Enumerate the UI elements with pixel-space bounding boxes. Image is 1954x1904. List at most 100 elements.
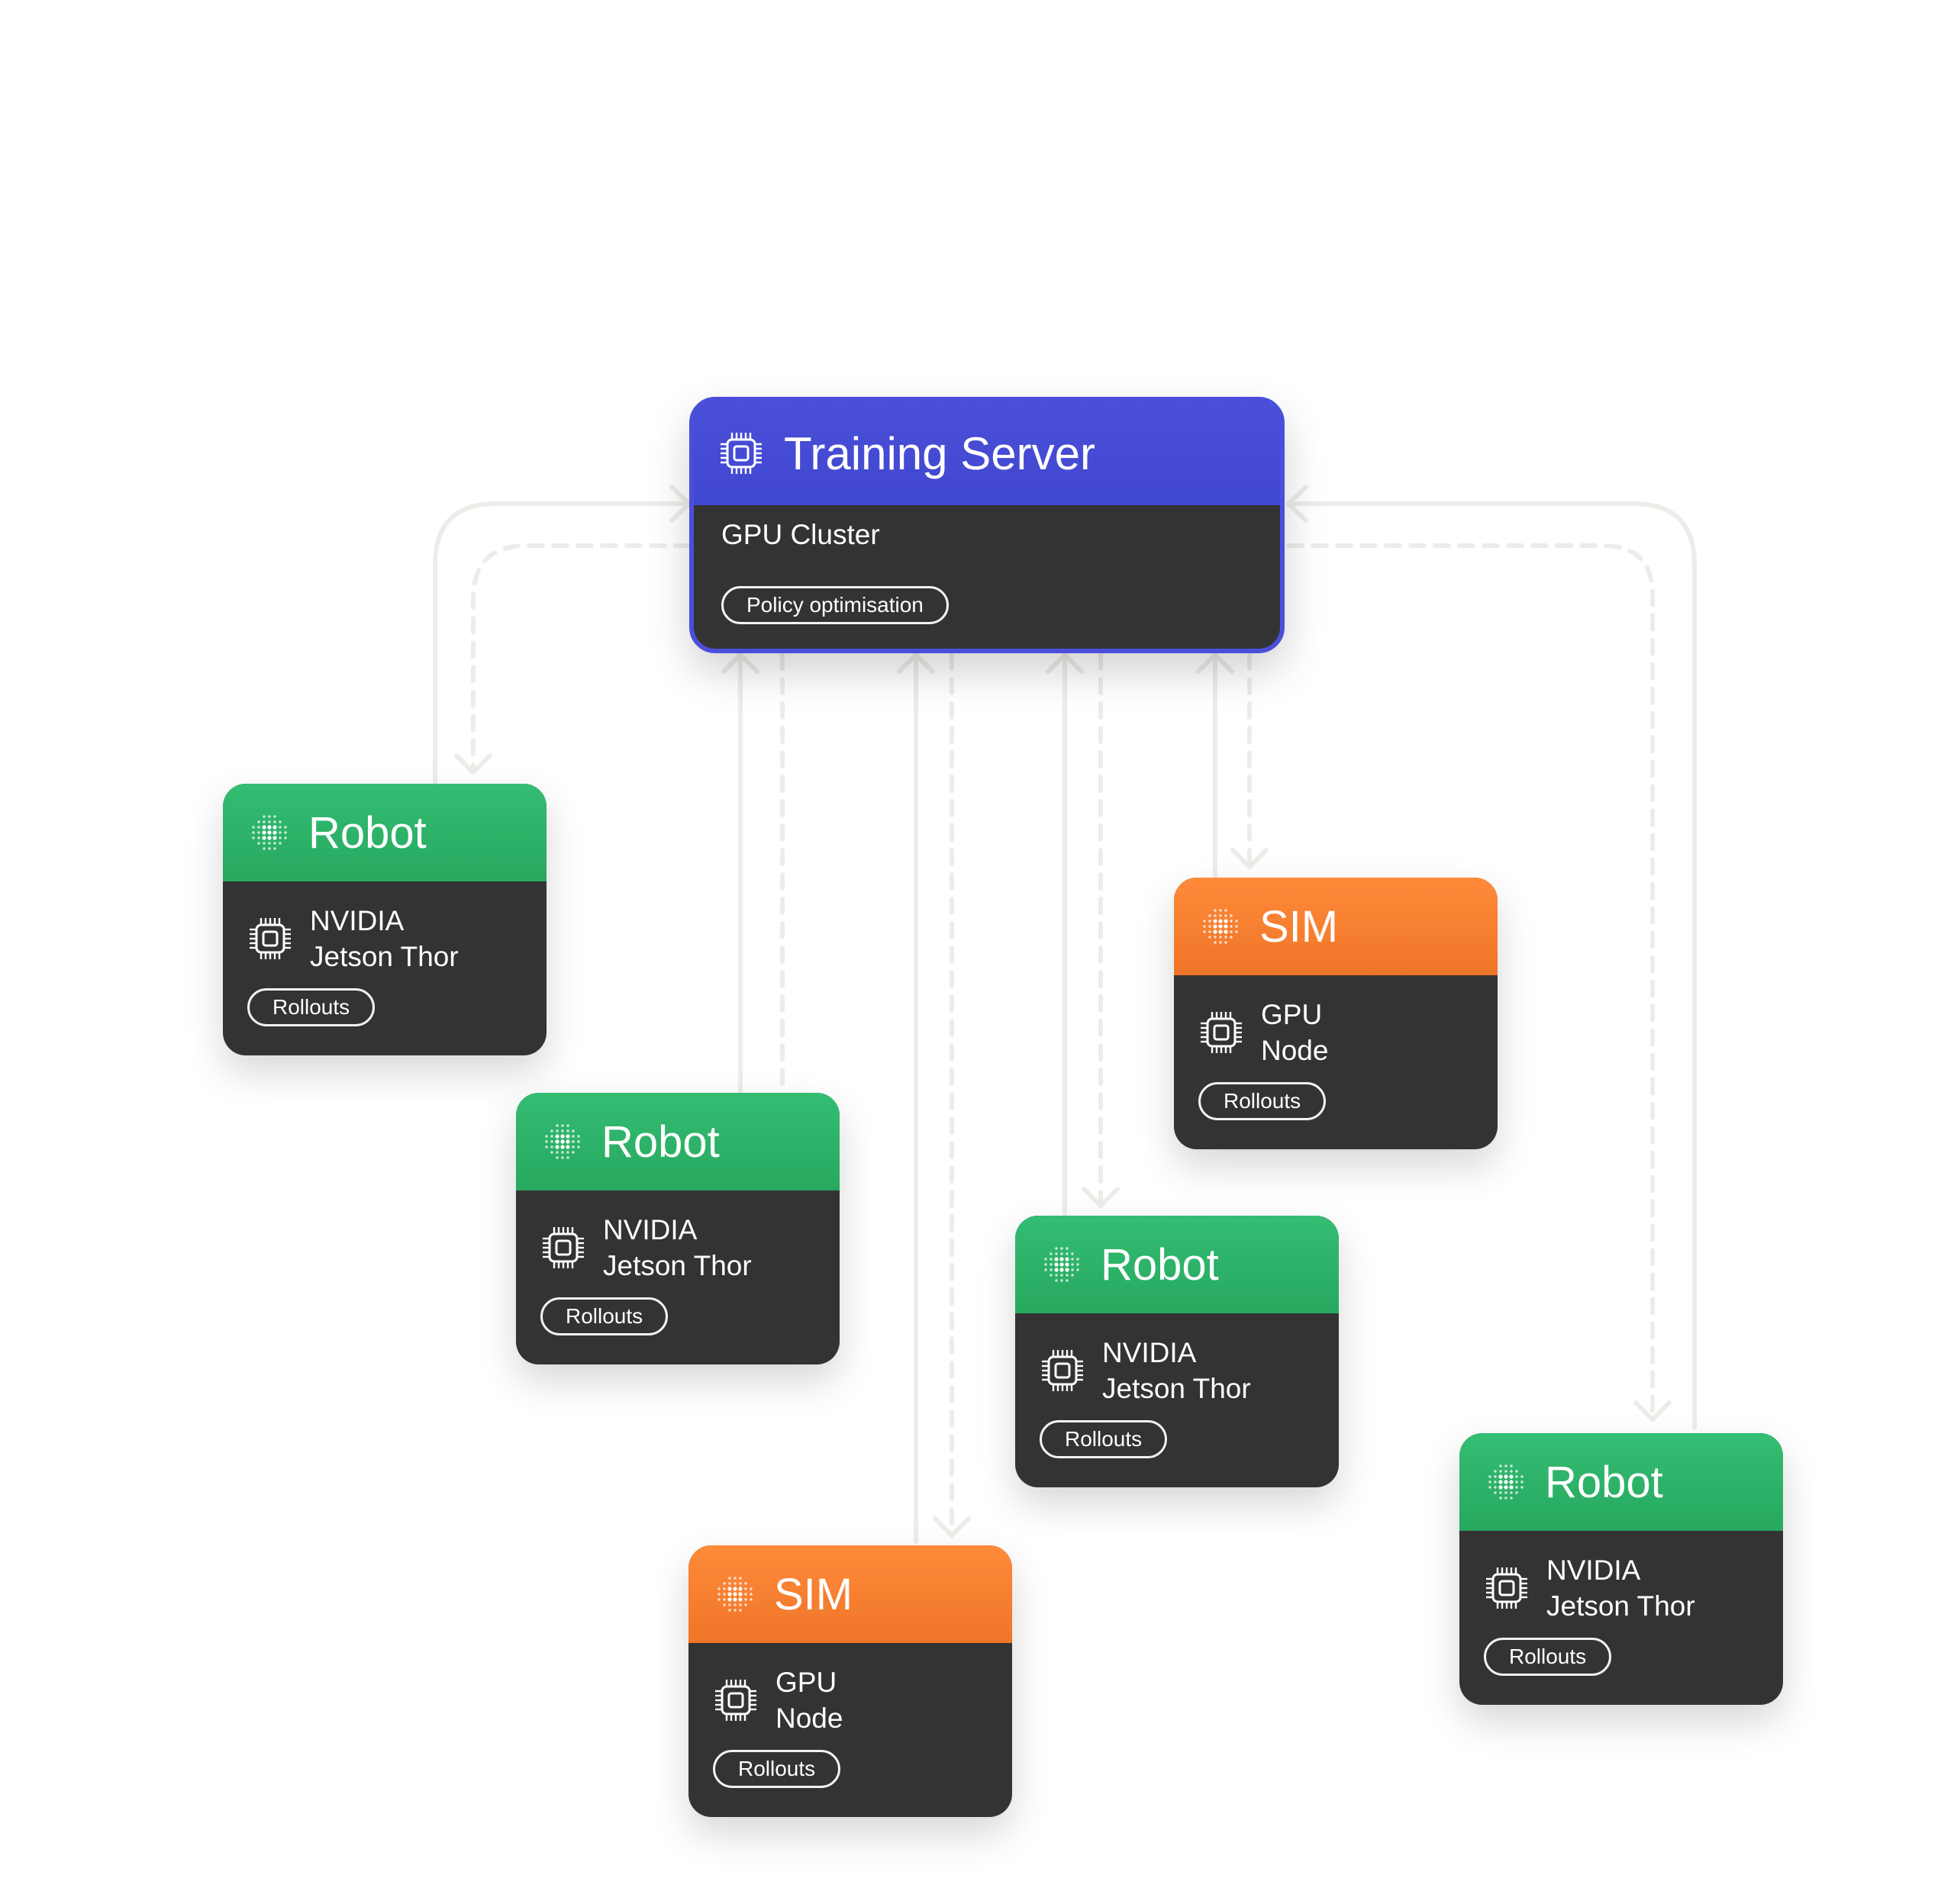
dot bbox=[1488, 1480, 1491, 1484]
dot bbox=[252, 826, 255, 829]
connector-robot-4-up bbox=[1286, 501, 1697, 1429]
dot bbox=[252, 836, 255, 839]
dot bbox=[1224, 936, 1227, 939]
dot bbox=[566, 1139, 570, 1144]
dot bbox=[1208, 930, 1211, 933]
dot bbox=[739, 1609, 742, 1612]
robot-node-4[interactable]: Robot NVIDIA J bbox=[1015, 1216, 1339, 1487]
dot bbox=[738, 1587, 743, 1591]
sim-node-3[interactable]: SIM GPU Node bbox=[1174, 878, 1498, 1149]
dot bbox=[744, 1593, 747, 1596]
dot bbox=[273, 842, 276, 845]
dot bbox=[738, 1597, 743, 1602]
dot bbox=[262, 836, 266, 840]
dot bbox=[555, 1139, 559, 1144]
dot bbox=[577, 1135, 580, 1138]
dot bbox=[263, 820, 266, 823]
dot-grid-icon bbox=[717, 1577, 753, 1612]
dot bbox=[279, 831, 282, 834]
dot bbox=[750, 1593, 753, 1596]
dot bbox=[561, 1124, 564, 1127]
dot bbox=[556, 1129, 559, 1132]
dot bbox=[577, 1140, 580, 1143]
dot bbox=[1054, 1262, 1059, 1267]
node-header: SIM bbox=[1174, 878, 1498, 975]
dot bbox=[744, 1587, 747, 1590]
arrowhead bbox=[1046, 652, 1084, 674]
dot bbox=[1510, 1470, 1513, 1473]
node-title: Robot bbox=[308, 807, 427, 858]
dot bbox=[572, 1140, 575, 1143]
robot-node-2[interactable]: Robot NVIDIA J bbox=[516, 1093, 840, 1364]
dot bbox=[1504, 1470, 1507, 1473]
dot bbox=[550, 1129, 553, 1132]
training-server-tag: Policy optimisation bbox=[721, 586, 949, 624]
rollouts-tag: Rollouts bbox=[247, 988, 376, 1026]
dot bbox=[750, 1587, 753, 1590]
dot bbox=[1230, 936, 1233, 939]
dot bbox=[738, 1592, 743, 1596]
dot bbox=[1219, 914, 1222, 917]
dot bbox=[1230, 920, 1233, 923]
dot bbox=[1050, 1258, 1053, 1261]
dot bbox=[273, 815, 276, 818]
training-server-subtitle: GPU Cluster bbox=[721, 519, 880, 550]
dot bbox=[279, 826, 282, 829]
dot bbox=[1055, 1274, 1058, 1277]
training-server-header: Training Server bbox=[694, 401, 1280, 505]
dot bbox=[1071, 1263, 1074, 1266]
dot bbox=[257, 831, 260, 834]
dot bbox=[279, 820, 282, 823]
dot bbox=[723, 1593, 726, 1596]
dot bbox=[1055, 1279, 1058, 1282]
connector-robot-1-down bbox=[471, 543, 692, 773]
dot bbox=[257, 836, 260, 839]
robot-node-1[interactable]: Robot NVIDIA J bbox=[223, 784, 547, 1055]
arrowhead bbox=[933, 1516, 971, 1538]
dot bbox=[734, 1609, 737, 1612]
dot bbox=[268, 847, 271, 850]
sim-node-5[interactable]: SIM GPU Node bbox=[688, 1545, 1012, 1817]
hardware-line-1: NVIDIA bbox=[603, 1214, 698, 1245]
dot bbox=[1224, 929, 1228, 934]
dot bbox=[572, 1151, 575, 1154]
chip-icon bbox=[721, 433, 762, 474]
dot bbox=[555, 1145, 559, 1149]
dot bbox=[272, 836, 277, 840]
dot bbox=[1054, 1268, 1059, 1272]
dot bbox=[1509, 1480, 1514, 1484]
dot bbox=[566, 1156, 569, 1159]
dot-grid-icon bbox=[1044, 1247, 1079, 1282]
dot bbox=[1054, 1257, 1059, 1261]
dot bbox=[1219, 909, 1222, 912]
dot bbox=[262, 825, 266, 830]
dot bbox=[1515, 1480, 1518, 1484]
node-title: Robot bbox=[1545, 1457, 1663, 1507]
training-server-node[interactable]: Training Server GPU Cluster Policy optim… bbox=[689, 397, 1285, 653]
chip-icon bbox=[1042, 1350, 1083, 1391]
dot bbox=[1060, 1274, 1063, 1277]
dot bbox=[717, 1593, 721, 1596]
dot bbox=[1059, 1268, 1064, 1272]
dot bbox=[1510, 1496, 1513, 1500]
dot bbox=[1214, 914, 1217, 917]
dot bbox=[556, 1156, 559, 1159]
chip-icon bbox=[1486, 1567, 1527, 1609]
robot-node-6[interactable]: Robot NVIDIA J bbox=[1459, 1433, 1783, 1705]
hardware-line-1: NVIDIA bbox=[310, 905, 405, 936]
dot bbox=[723, 1582, 726, 1585]
dot bbox=[727, 1592, 732, 1596]
dot-grid-icon bbox=[1203, 909, 1238, 944]
dot bbox=[734, 1603, 737, 1606]
dot bbox=[1208, 925, 1211, 928]
dot bbox=[744, 1582, 747, 1585]
dot bbox=[1494, 1475, 1497, 1478]
dot bbox=[263, 842, 266, 845]
dot bbox=[1055, 1252, 1058, 1255]
dot bbox=[1071, 1252, 1074, 1255]
dot bbox=[1071, 1274, 1074, 1277]
dot bbox=[1498, 1474, 1503, 1479]
dot bbox=[1044, 1268, 1047, 1271]
rollouts-tag: Rollouts bbox=[1040, 1420, 1168, 1458]
